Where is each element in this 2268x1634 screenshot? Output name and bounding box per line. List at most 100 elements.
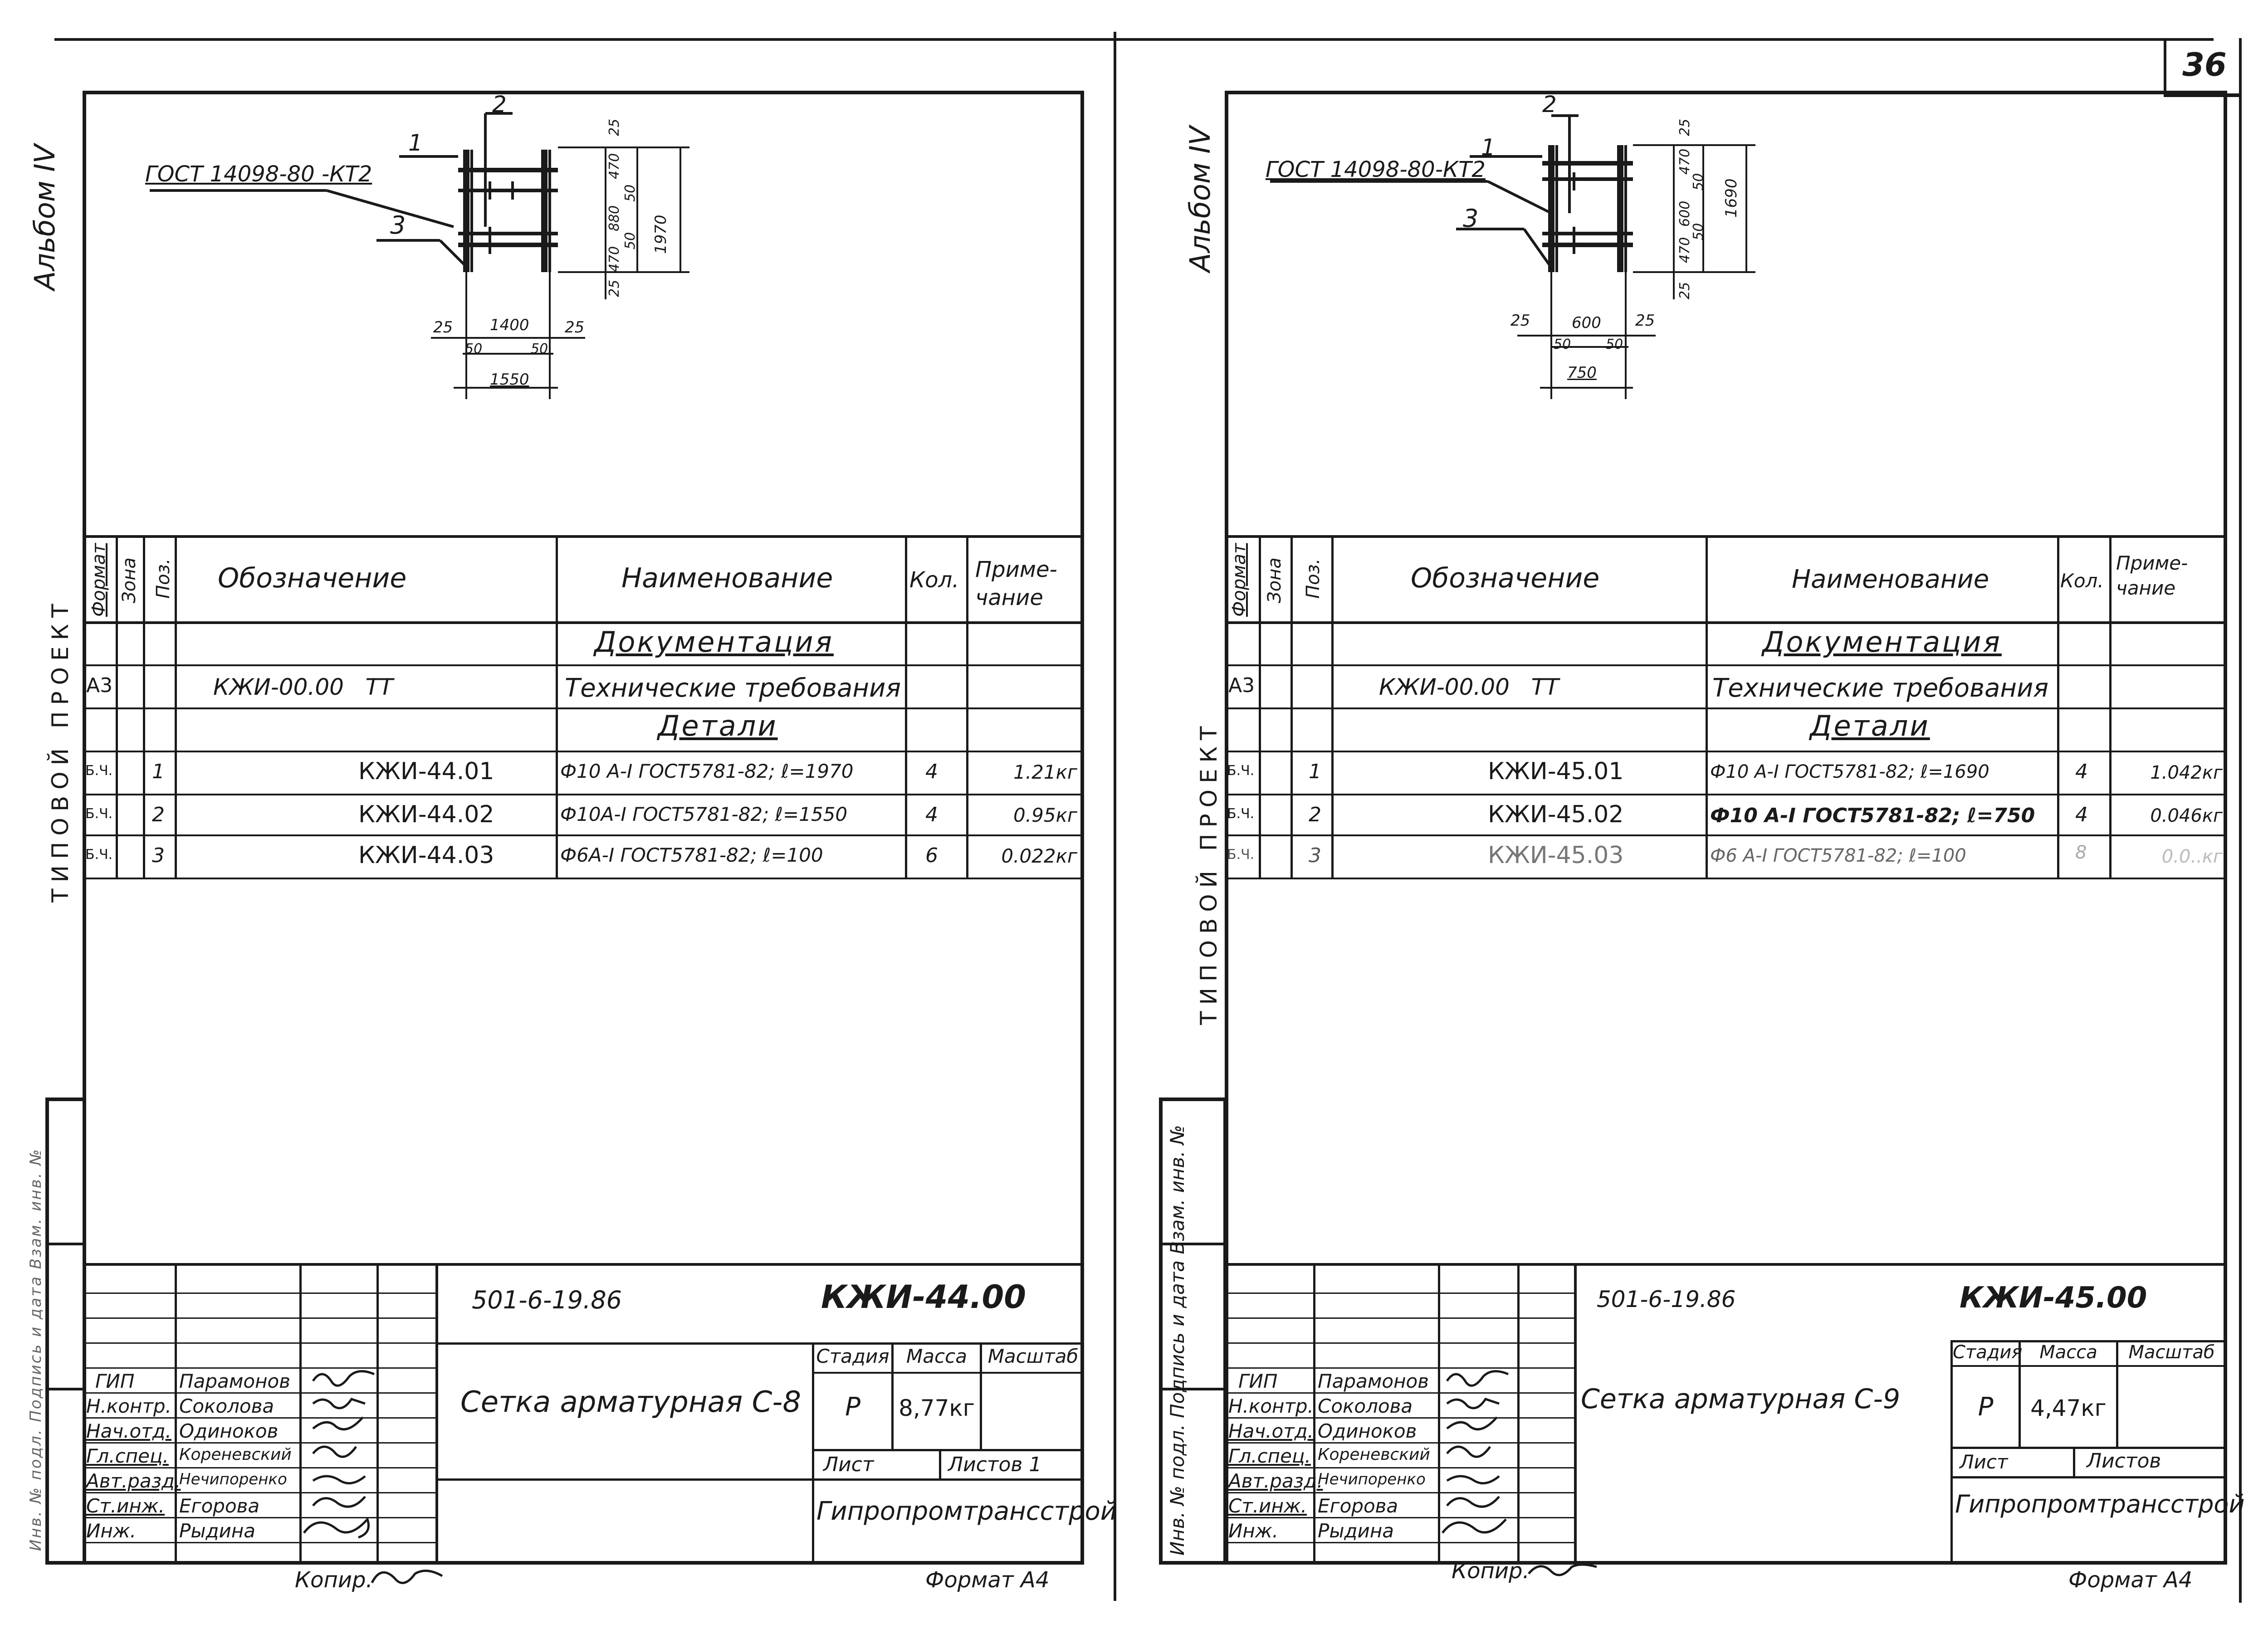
right-side-strip	[1159, 1097, 1227, 1565]
left-row3-designation: КЖИ-44.03	[358, 842, 494, 869]
left-mass: 8,77кг	[899, 1395, 975, 1421]
left-row3-name: Ф6А-I ГОСТ5781-82; ℓ=100	[560, 844, 823, 866]
right-project-code: 501-6-19.86	[1597, 1286, 1736, 1312]
right-hdr-designation: Обозначение	[1411, 562, 1600, 594]
left-hdr-qty: Кол.	[909, 567, 959, 593]
right-dim-v-total: 1690	[1722, 178, 1740, 218]
left-role-2: Нач.отд.	[86, 1420, 172, 1442]
left-dim-h-d: 50	[465, 341, 483, 357]
right-album-label: Альбом IV	[1183, 126, 1217, 272]
right-format-label: Формат А4	[2068, 1567, 2193, 1593]
right-sheets-label: Листов	[2087, 1449, 2161, 1473]
right-dim-h-total: 750	[1567, 364, 1597, 382]
right-mass: 4,47кг	[2030, 1395, 2107, 1421]
right-dim-v-g: 25	[1677, 282, 1693, 299]
left-stage-label: Стадия	[816, 1345, 890, 1367]
left-role-4: Авт.разд.	[86, 1470, 181, 1492]
right-role-0: ГИП	[1238, 1370, 1278, 1392]
left-title: Сетка арматурная С-8	[460, 1385, 802, 1419]
right-row3-name: Ф6 А-I ГОСТ5781-82; ℓ=100	[1710, 845, 1966, 866]
right-pos-3: 3	[1463, 204, 1479, 233]
right-row1-qty: 4	[2075, 760, 2088, 783]
left-stage: Р	[845, 1392, 860, 1422]
left-side-strip-div1	[45, 1243, 86, 1245]
right-drawing-code: КЖИ-45.00	[1960, 1281, 2147, 1315]
right-hdr-format: Формат	[1229, 543, 1250, 617]
left-dim-v-a: 25	[606, 118, 622, 136]
left-hdr-designation: Обозначение	[218, 562, 407, 594]
right-hdr-note: Приме- чание	[2116, 552, 2188, 599]
right-name-5: Егорова	[1318, 1495, 1398, 1517]
left-row1-name: Ф10 А-I ГОСТ5781-82; ℓ=1970	[560, 760, 854, 782]
left-side-strip	[45, 1097, 86, 1565]
left-name-0: Парамонов	[179, 1370, 291, 1392]
left-hdr-pos: Поз.	[153, 558, 174, 599]
left-org: Гипропромтрансстрой	[816, 1497, 1117, 1526]
left-scale-label: Масштаб	[987, 1345, 1079, 1367]
right-name-4: Нечипоренко	[1318, 1470, 1426, 1488]
right-row2-name: Ф10 А-I ГОСТ5781-82; ℓ=750	[1710, 804, 2035, 827]
right-side-strip-div1	[1159, 1243, 1227, 1245]
left-doc-name: Технические требования	[565, 673, 901, 703]
right-doc-format: А3	[1228, 674, 1255, 697]
right-edge-line	[2239, 38, 2242, 1603]
sheet-number: 36	[2182, 46, 2227, 83]
right-row2-format: Б.Ч.	[1227, 806, 1255, 822]
right-copy-label: Копир.	[1452, 1558, 1530, 1584]
right-role-2: Нач.отд.	[1228, 1420, 1314, 1442]
left-series-stamp: ТИПОВОЙ ПРОЕКТ	[47, 597, 73, 902]
right-name-6: Рыдина	[1318, 1520, 1394, 1542]
left-row3-qty: 6	[925, 844, 938, 867]
left-role-3: Гл.спец.	[86, 1445, 169, 1467]
right-row3-pos: 3	[1309, 844, 1321, 867]
right-dim-v-b: 470	[1677, 148, 1693, 175]
left-row3-pos: 3	[152, 844, 165, 867]
left-row1-designation: КЖИ-44.01	[358, 758, 494, 785]
right-dim-v-e: 50	[1691, 223, 1706, 240]
right-role-6: Инж.	[1228, 1520, 1279, 1542]
right-dim-h-a: 25	[1510, 312, 1530, 330]
left-frame	[83, 91, 1084, 1565]
left-hdr-zone: Зона	[119, 557, 140, 603]
right-name-3: Кореневский	[1318, 1445, 1430, 1464]
right-dim-h-e: 50	[1606, 337, 1623, 352]
left-drawing-code: КЖИ-44.00	[821, 1278, 1026, 1316]
right-row1-name: Ф10 А-I ГОСТ5781-82; ℓ=1690	[1710, 761, 1989, 782]
right-dim-v-c: 50	[1691, 173, 1706, 190]
left-side-caption: Инв. № подл. Подпись и дата Взам. инв. №	[27, 1148, 45, 1551]
left-hdr-name: Наименование	[621, 562, 833, 594]
left-dim-v-c: 50	[622, 184, 638, 202]
right-row2-pos: 2	[1309, 803, 1321, 826]
left-hdr-note: Приме- чание	[975, 557, 1057, 611]
left-doc-format: А3	[86, 674, 113, 697]
left-name-3: Кореневский	[179, 1445, 292, 1464]
right-side-strip-div2	[1159, 1388, 1227, 1390]
left-row2-name: Ф10А-I ГОСТ5781-82; ℓ=1550	[560, 803, 848, 825]
right-org: Гипропромтрансстрой	[1955, 1490, 2245, 1518]
left-row3-note: 0.022кг	[1001, 845, 1077, 867]
left-dim-v-f: 470	[606, 246, 622, 272]
left-row1-qty: 4	[925, 760, 938, 783]
left-format-label: Формат А4	[925, 1567, 1050, 1593]
left-name-4: Нечипоренко	[179, 1470, 287, 1488]
left-pos-3: 3	[390, 211, 406, 239]
right-section-docs: Документация	[1762, 625, 2002, 658]
right-row1-pos: 1	[1309, 760, 1321, 783]
right-dim-h-d: 50	[1554, 337, 1571, 352]
right-name-0: Парамонов	[1318, 1370, 1429, 1392]
right-pos-2: 2	[1542, 91, 1557, 117]
left-role-6: Инж.	[86, 1520, 137, 1542]
right-section-parts: Детали	[1810, 709, 1930, 742]
right-role-3: Гл.спец.	[1228, 1445, 1311, 1467]
left-pos-1: 1	[408, 130, 423, 156]
left-row2-pos: 2	[152, 803, 165, 826]
left-dim-h-b: 1400	[490, 316, 529, 334]
left-row3-format: Б.Ч.	[85, 847, 113, 863]
right-row1-note: 1.042кг	[2150, 762, 2223, 783]
right-row2-note: 0.046кг	[2150, 805, 2223, 826]
left-dim-v-d: 880	[606, 205, 622, 231]
right-role-5: Ст.инж.	[1228, 1495, 1307, 1517]
left-sheet-label: Лист	[823, 1453, 874, 1476]
left-album-label: Альбом IV	[28, 144, 61, 290]
right-row3-note: 0.0..кг	[2161, 846, 2223, 867]
